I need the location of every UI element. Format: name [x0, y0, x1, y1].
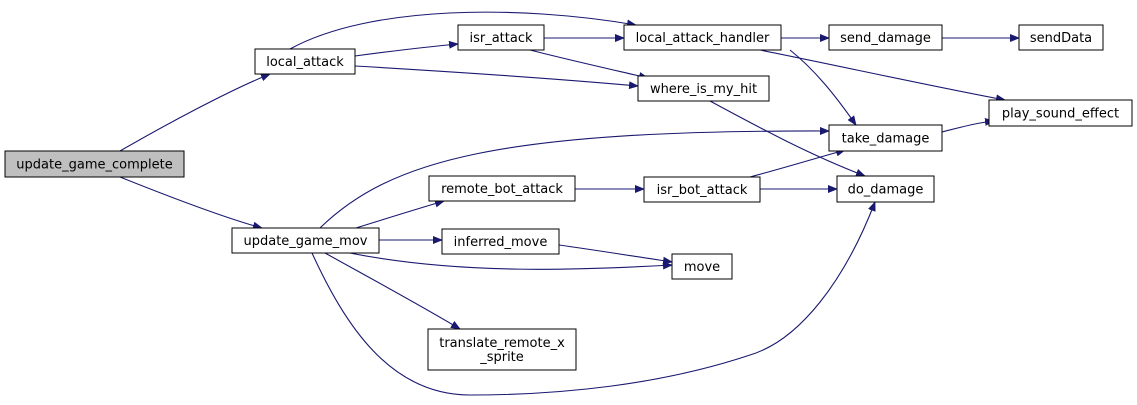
edge-local_attack_handler-to-take_damage: [789, 49, 857, 126]
node-label: _sprite: [479, 350, 524, 365]
edge-line: [311, 201, 876, 396]
node-update-game-mov[interactable]: update_game_mov: [231, 227, 380, 254]
edge-line: [558, 244, 673, 265]
node-label: remote_bot_attack: [441, 182, 563, 197]
node-box[interactable]: [643, 176, 761, 203]
edge-local_attack-to-isr_attack: [354, 40, 459, 57]
node-where-is-my-hit[interactable]: where_is_my_hit: [637, 75, 770, 102]
edge-update_game_mov-to-remote_bot_attack: [355, 199, 445, 229]
node-box[interactable]: [428, 175, 576, 202]
node-local-attack-handler[interactable]: local_attack_handler: [623, 24, 782, 51]
edge-inferred_move-to-move: [558, 244, 673, 265]
edge-line: [354, 40, 459, 57]
node-box[interactable]: [623, 24, 782, 51]
edge-take_damage-to-play_sound_effect: [941, 117, 995, 133]
node-label: inferred_move: [454, 235, 548, 250]
node-box[interactable]: [828, 24, 943, 51]
edge-line: [324, 252, 461, 330]
edge-update_game_mov-to-take_damage: [319, 126, 830, 229]
node-label: do_damage: [848, 183, 924, 198]
node-box[interactable]: [441, 228, 560, 255]
node-box[interactable]: [637, 75, 770, 102]
node-box[interactable]: [457, 24, 545, 51]
node-isr-bot-attack[interactable]: isr_bot_attack: [643, 176, 761, 203]
edge-isr_bot_attack-to-take_damage: [749, 148, 846, 178]
edge-line: [119, 73, 271, 152]
node-play-sound-effect[interactable]: play_sound_effect: [988, 99, 1133, 127]
edge-update_game_complete-to-update_game_mov: [119, 176, 263, 230]
node-send-damage[interactable]: send_damage: [828, 24, 943, 51]
node-label: translate_remote_x: [439, 336, 565, 351]
node-label: update_game_mov: [244, 234, 368, 249]
node-remote-bot-attack[interactable]: remote_bot_attack: [428, 175, 576, 202]
edge-local_attack-to-where_is_my_hit: [354, 65, 639, 90]
edge-line: [355, 199, 445, 229]
edge-isr_attack-to-where_is_my_hit: [529, 49, 649, 80]
node-label: isr_bot_attack: [657, 183, 748, 198]
edge-line: [749, 148, 846, 178]
edge-update_game_mov-to-translate_remote_x_sprite: [324, 252, 461, 330]
node-label: local_attack: [266, 55, 344, 70]
edge-line: [759, 49, 1006, 103]
node-box[interactable]: [988, 99, 1133, 127]
edge-line: [529, 49, 649, 80]
node-label: sendData: [1030, 31, 1092, 46]
edge-local_attack_handler-to-play_sound_effect: [759, 49, 1006, 103]
node-box[interactable]: [828, 124, 943, 152]
edge-local_attack-to-local_attack_handler: [289, 11, 637, 50]
node-label: where_is_my_hit: [650, 82, 757, 97]
node-inferred-move[interactable]: inferred_move: [441, 228, 560, 255]
node-label: play_sound_effect: [1002, 107, 1119, 122]
node-box[interactable]: [671, 253, 733, 280]
node-isr-attack[interactable]: isr_attack: [457, 24, 545, 51]
edge-line: [319, 126, 830, 229]
node-box[interactable]: [836, 175, 935, 203]
edge-update_game_mov-to-move: [349, 252, 673, 270]
edge-line: [119, 176, 263, 230]
node-label: isr_attack: [469, 31, 533, 46]
edge-line: [289, 11, 637, 50]
node-local-attack[interactable]: local_attack: [254, 48, 356, 75]
edge-update_game_complete-to-local_attack: [119, 73, 271, 152]
node-do-damage[interactable]: do_damage: [836, 175, 935, 203]
node-label: local_attack_handler: [636, 31, 770, 46]
edge-line: [354, 65, 639, 90]
node-box[interactable]: [1018, 24, 1104, 51]
edge-line: [789, 49, 857, 126]
node-box[interactable]: [4, 150, 185, 178]
node-sendData[interactable]: sendData: [1018, 24, 1104, 51]
node-update-game-complete[interactable]: update_game_complete: [4, 150, 185, 178]
nodes-layer: update_game_complete local_attack update_g…: [4, 24, 1133, 371]
node-label: send_damage: [840, 31, 931, 46]
node-take-damage[interactable]: take_damage: [828, 124, 943, 152]
node-box[interactable]: [254, 48, 356, 75]
edge-where_is_my_hit-to-do_damage: [709, 100, 866, 177]
edge-line: [349, 252, 673, 270]
node-label: move: [684, 260, 720, 275]
node-box[interactable]: [427, 328, 577, 371]
node-label: take_damage: [842, 132, 930, 147]
node-box[interactable]: [231, 227, 380, 254]
node-move[interactable]: move: [671, 253, 733, 280]
node-label: update_game_complete: [16, 158, 172, 173]
edge-update_game_mov-to-do_damage: [311, 201, 876, 396]
node-translate-remote-x-sprite[interactable]: translate_remote_x_sprite: [427, 328, 577, 371]
edge-line: [941, 117, 995, 133]
edge-line: [709, 100, 866, 177]
edges-layer: [119, 11, 1020, 396]
